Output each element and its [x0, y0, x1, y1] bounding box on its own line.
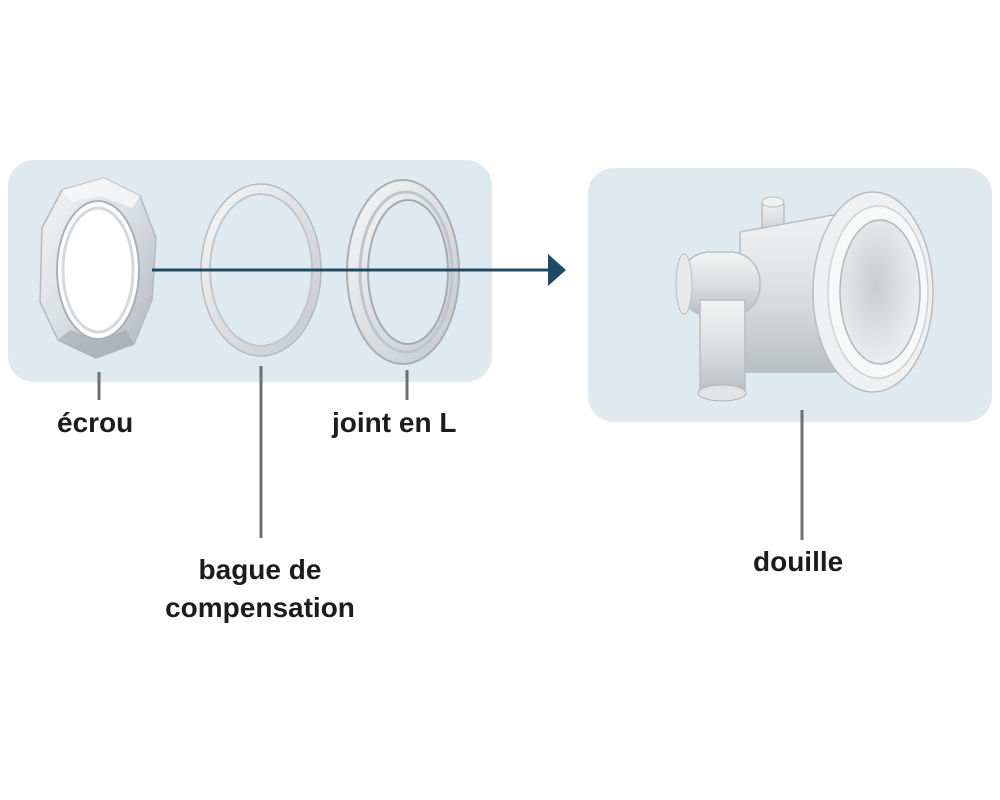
- l-seal-icon: [346, 179, 460, 365]
- assembly-axis-arrow: [152, 254, 566, 286]
- fitting-sleeve-icon: [675, 191, 934, 402]
- label-bague-line2: compensation: [165, 592, 355, 623]
- label-joint-en-l: joint en L: [332, 407, 457, 438]
- label-bague-de-compensation: bague de compensation: [110, 551, 410, 627]
- label-bague-line1: bague de: [198, 554, 322, 585]
- label-douille: douille: [753, 546, 844, 577]
- hex-nut-icon: [39, 177, 157, 359]
- label-ecrou: écrou: [57, 407, 134, 438]
